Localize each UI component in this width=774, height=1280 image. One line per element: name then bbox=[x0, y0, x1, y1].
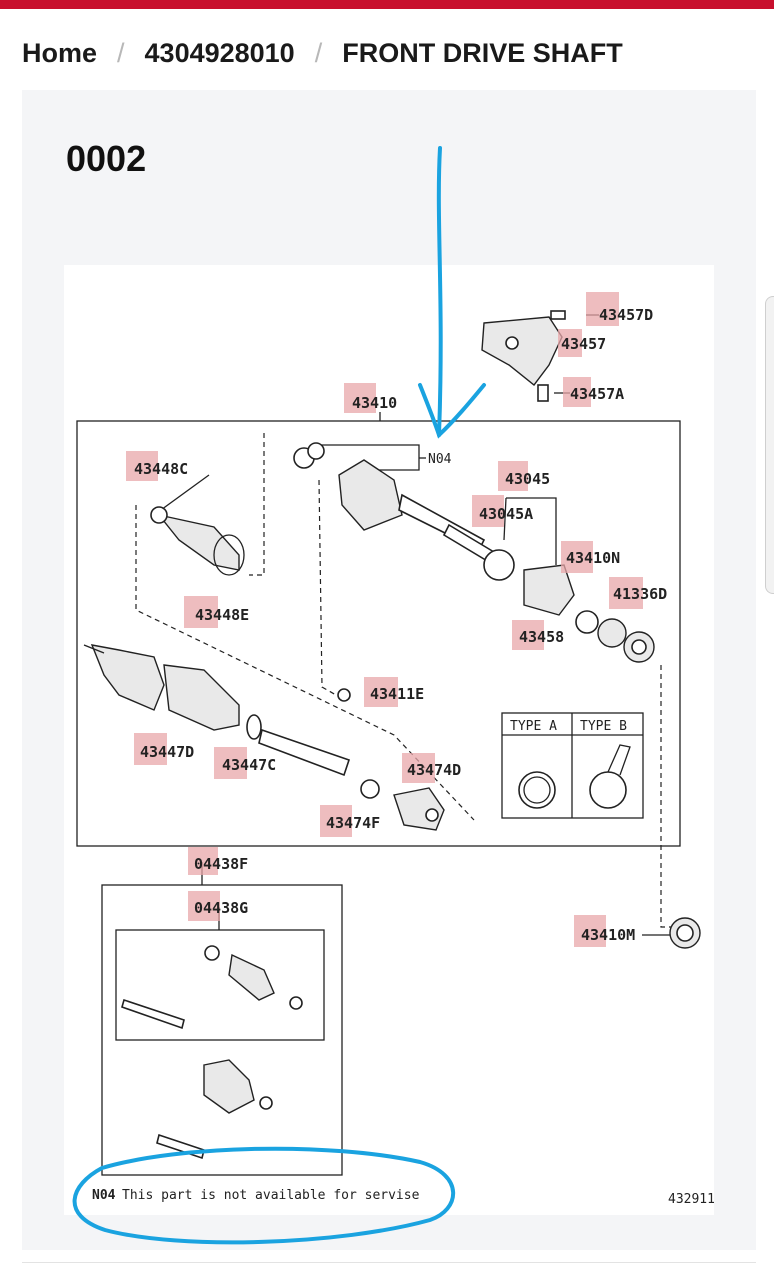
kit-boot-2 bbox=[203, 1059, 255, 1114]
breadcrumb: Home / 4304928010 / FRONT DRIVE SHAFT bbox=[22, 36, 623, 70]
type-b-clamp bbox=[589, 771, 627, 809]
breadcrumb-home-link[interactable]: Home bbox=[22, 37, 98, 68]
breadcrumb-part-number-link[interactable]: 4304928010 bbox=[144, 37, 295, 68]
part-label[interactable]: 43410N bbox=[566, 549, 620, 567]
side-scroll-handle[interactable] bbox=[765, 296, 774, 594]
boot-clamp bbox=[360, 779, 380, 799]
kit-frame bbox=[101, 884, 343, 1176]
part-label[interactable]: 43448C bbox=[134, 460, 188, 478]
outer-joint bbox=[90, 644, 165, 711]
part-label[interactable]: 04438F bbox=[194, 855, 248, 873]
inner-joint-housing bbox=[338, 459, 403, 531]
parts-diagram-svg: 43457D 43457 43457A 43410 N04 43448C 430… bbox=[76, 292, 714, 1207]
top-accent-bar bbox=[0, 0, 774, 9]
note-text: This part is not available for servise bbox=[122, 1188, 420, 1203]
figure-id: 432911 bbox=[668, 1192, 714, 1207]
divider bbox=[22, 1262, 756, 1263]
part-label[interactable]: 43458 bbox=[519, 628, 564, 646]
breadcrumb-separator: / bbox=[117, 37, 125, 68]
part-label[interactable]: 43457A bbox=[570, 385, 624, 403]
part-label-n04: N04 bbox=[428, 452, 452, 467]
part-label[interactable]: 43045A bbox=[479, 505, 533, 523]
dust-deflector bbox=[523, 564, 575, 616]
part-label[interactable]: 43411E bbox=[370, 685, 424, 703]
kit-grease-2 bbox=[156, 1133, 205, 1160]
outer-shaft bbox=[258, 728, 351, 777]
outer-boot bbox=[163, 664, 240, 731]
bolt bbox=[537, 384, 549, 402]
clip bbox=[337, 688, 351, 702]
type-a-label: TYPE A bbox=[510, 719, 557, 734]
snap-ring bbox=[483, 549, 515, 581]
part-label[interactable]: 43474F bbox=[326, 814, 380, 832]
part-label[interactable]: 43457D bbox=[599, 306, 653, 324]
hole-snap-ring bbox=[575, 610, 599, 634]
inner-boot bbox=[157, 513, 240, 571]
kit-inner-frame bbox=[115, 929, 325, 1041]
part-label[interactable]: 43457 bbox=[561, 335, 606, 353]
bearing bbox=[597, 618, 627, 648]
part-label[interactable]: 43410 bbox=[352, 394, 397, 412]
dynamic-damper bbox=[393, 787, 445, 831]
part-label[interactable]: 43474D bbox=[407, 761, 461, 779]
breadcrumb-separator: / bbox=[314, 37, 323, 68]
diagram-code: 0002 bbox=[66, 138, 147, 179]
type-b-label: TYPE B bbox=[580, 719, 627, 734]
bolt bbox=[550, 310, 566, 320]
part-label[interactable]: 43448E bbox=[195, 606, 249, 624]
bearing-bracket bbox=[481, 316, 563, 386]
parts-diagram: 43457D 43457 43457A 43410 N04 43448C 430… bbox=[64, 265, 714, 1215]
part-label[interactable]: 43410M bbox=[581, 926, 635, 944]
part-label[interactable]: 43447D bbox=[140, 743, 194, 761]
part-label[interactable]: 43447C bbox=[222, 756, 276, 774]
part-label[interactable]: 43045 bbox=[505, 470, 550, 488]
assembly-frame bbox=[76, 420, 681, 847]
breadcrumb-current: FRONT DRIVE SHAFT bbox=[342, 37, 623, 68]
kit-boot bbox=[228, 953, 275, 1001]
kit-grease bbox=[121, 998, 185, 1030]
part-label[interactable]: 41336D bbox=[613, 585, 667, 603]
part-label[interactable]: 04438G bbox=[194, 899, 248, 917]
note-code: N04 bbox=[92, 1188, 116, 1203]
